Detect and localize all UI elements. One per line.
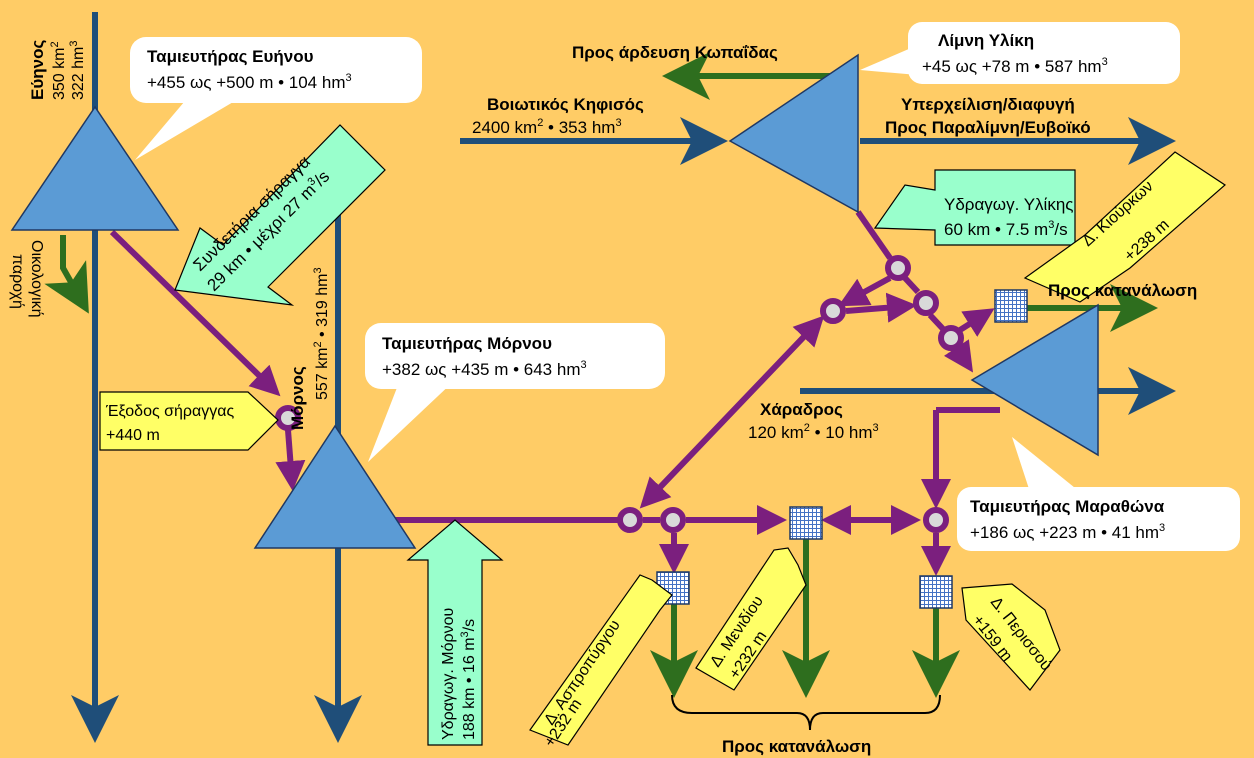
junction-node (820, 298, 846, 324)
link-node-a-to-b (838, 275, 892, 307)
mornos-aqueduct-line2: 188 km • 16 m3/s (459, 619, 478, 740)
to-consumption-right-label: Προς κατανάλωση (1048, 281, 1197, 300)
link-node-c-to-d (927, 312, 947, 333)
yliki-lake-callout (860, 22, 1180, 84)
charadros-detail: 120 km2 • 10 hm3 (748, 422, 879, 442)
mornos-aqueduct-line1: Υδραγωγ. Μόρνου (440, 608, 457, 740)
perissos-callout (961, 583, 1061, 691)
to-consumption-bottom-label: Προς κατανάλωση (722, 737, 871, 756)
evinos-reservoir-callout (130, 37, 422, 160)
evinos-reservoir-icon (10, 105, 180, 231)
junction-nodes (275, 255, 964, 533)
treatment-plants (656, 289, 1028, 609)
mornos-river-name: Μόρνος (288, 366, 307, 430)
yliki-aqueduct-line1: Υδραγωγ. Υλίκης (944, 195, 1073, 214)
overflow-line2: Προς Παραλίμνη/Ευβοϊκό (885, 118, 1091, 137)
connecting-tunnel-callout (174, 124, 386, 306)
mornos-aqueduct-callout (406, 519, 504, 746)
tunnel-exit-down (275, 429, 306, 491)
consumption-brace (671, 694, 941, 731)
tunnel-exit-line2: +440 m (106, 427, 160, 444)
link-node-d-to-marathon (943, 339, 973, 373)
reservoirs (10, 53, 1099, 549)
marathon-reservoir-callout (957, 437, 1240, 551)
overflow-line1: Υπερχείλιση/διαφυγή (901, 95, 1075, 114)
evinos-reservoir-detail: +455 ως +500 m • 104 hm3 (147, 72, 352, 92)
env-flow-arrow (44, 235, 89, 314)
mornos-reservoir-callout (365, 323, 665, 462)
yliki-aqueduct-line2: 60 km • 7.5 m3/s (944, 219, 1068, 239)
aqueducts (109, 210, 1000, 576)
evinos-river-name: Εύηνος (28, 40, 47, 100)
yliki-outlet (855, 210, 893, 260)
junction-node (275, 405, 301, 431)
yliki-reservoir-icon (728, 53, 859, 214)
tunnel-exit-line1: Έξοδος σήραγγας (105, 403, 235, 420)
mornos-reservoir-title: Ταμιευτήρας Μόρνου (382, 334, 552, 353)
evinos-river-volume: 322 hm3 (68, 41, 87, 101)
kiourka-callout (1023, 151, 1226, 303)
asprópyrgos-callout (529, 574, 673, 746)
kifisos-detail: 2400 km2 • 353 hm3 (472, 117, 622, 137)
mornos-reservoir-icon (253, 424, 417, 549)
junction-node (923, 507, 949, 533)
junction-node (617, 507, 643, 533)
yellow-callouts (99, 151, 1226, 746)
yliki-aqueduct-callout (873, 169, 1076, 246)
marathon-reservoir-icon (970, 303, 1099, 457)
link-node-a-to-c (902, 275, 921, 295)
junction-node (938, 325, 964, 351)
marathon-reservoir-detail: +186 ως +223 m • 41 hm3 (970, 522, 1165, 542)
charadros-name: Χάραδρος (760, 400, 843, 419)
yliki-lake-title: Λίμνη Υλίκη (938, 31, 1034, 50)
perissos-plant-icon (919, 575, 953, 609)
env-flow-line2: παροχή (9, 254, 26, 309)
kifisos-name: Βοιωτικός Κηφισός (487, 95, 644, 114)
kopais-irrigation-label: Προς άρδευση Κωπαΐδας (572, 43, 778, 62)
env-flow-line1: Οικολογική (28, 240, 45, 318)
white-callouts (130, 22, 1240, 551)
yliki-lake-detail: +45 ως +78 m • 587 hm3 (922, 56, 1108, 76)
evinos-river-area: 350 km2 (49, 41, 68, 100)
kifisos-mornos-link (639, 315, 825, 509)
evinos-reservoir-title: Ταμιευτήρας Ευήνου (147, 47, 314, 66)
junction-node (885, 255, 911, 281)
menidi-callout (695, 547, 807, 691)
green-callouts (174, 124, 1076, 746)
mornos-river-detail: 557 km2 • 319 hm3 (312, 267, 331, 400)
mornos-reservoir-detail: +382 ως +435 m • 643 hm3 (382, 359, 587, 379)
junction-node (660, 507, 686, 533)
link-node-b-to-c (845, 292, 917, 323)
tunnel-exit-callout (99, 391, 279, 451)
junction-node (913, 290, 939, 316)
evinos-tunnel-line (109, 229, 281, 397)
marathon-reservoir-title: Ταμιευτήρας Μαραθώνα (970, 497, 1165, 516)
link-node-d-to-kiourka (958, 308, 995, 337)
menidi-plant-icon (789, 506, 823, 540)
kiourka-plant-icon (994, 289, 1028, 323)
